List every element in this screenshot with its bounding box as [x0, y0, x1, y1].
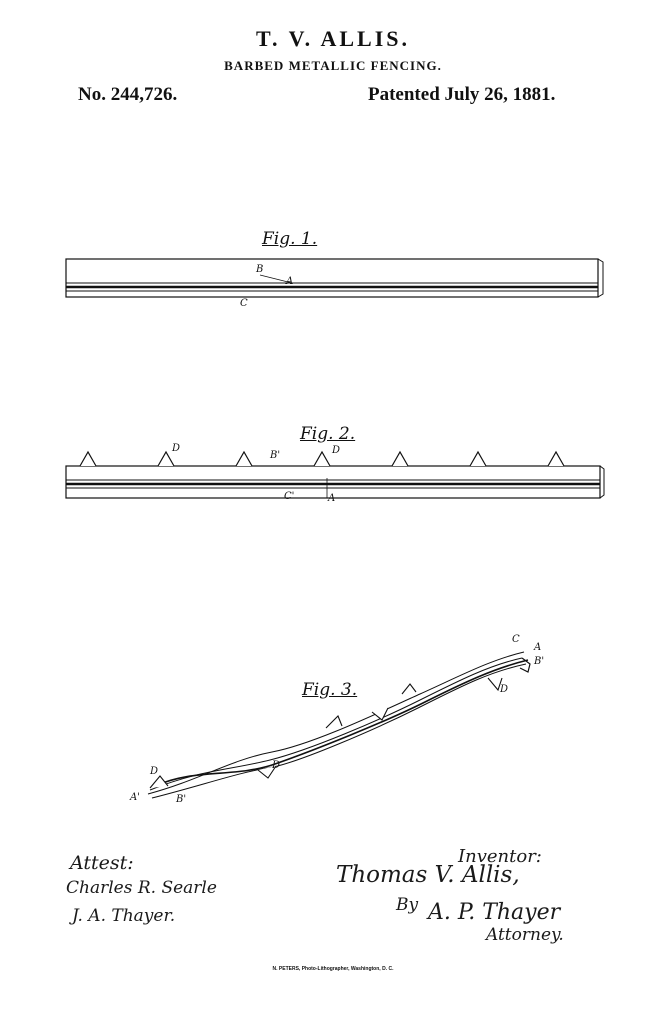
fig2-drawing [66, 452, 604, 498]
fig1-label: Fig. 1. [262, 229, 317, 249]
by-label: By [396, 895, 418, 915]
fig3-ref-d1: D [500, 684, 508, 695]
attest-label: Attest: [70, 852, 134, 874]
fig3-ref-b-bottom: B' [176, 794, 186, 805]
fig1-drawing [66, 259, 603, 297]
witness-signature-2: J. A. Thayer. [72, 906, 175, 926]
fig2-ref-a: A [328, 493, 335, 504]
lithographer-credit: N. PETERS, Photo-Lithographer, Washingto… [0, 966, 666, 972]
fig3-ref-d2: D [272, 760, 280, 771]
fig1-ref-a: A [286, 276, 293, 287]
fig3-label: Fig. 3. [302, 680, 357, 700]
fig1-ref-b: B [256, 264, 263, 275]
fig3-ref-a-prime: A' [130, 792, 140, 803]
attorney-label: Attorney. [486, 925, 564, 945]
fig3-ref-b-prime: B' [534, 656, 544, 667]
fig3-ref-c: C [512, 634, 520, 645]
attorney-signature: A. P. Thayer [428, 900, 560, 925]
fig2-ref-d2: D [332, 445, 340, 456]
fig2-ref-c-prime: C' [284, 491, 294, 502]
witness-signature-1: Charles R. Searle [66, 878, 217, 898]
fig3-drawing [148, 652, 530, 798]
inventor-signature: Thomas V. Allis, [336, 862, 520, 888]
fig1-ref-c: C [240, 298, 248, 309]
fig2-ref-b-prime: B' [270, 450, 280, 461]
fig2-label: Fig. 2. [300, 424, 355, 444]
fig3-ref-a: A [534, 642, 541, 653]
fig2-ref-d1: D [172, 443, 180, 454]
fig3-ref-d3: D [150, 766, 158, 777]
